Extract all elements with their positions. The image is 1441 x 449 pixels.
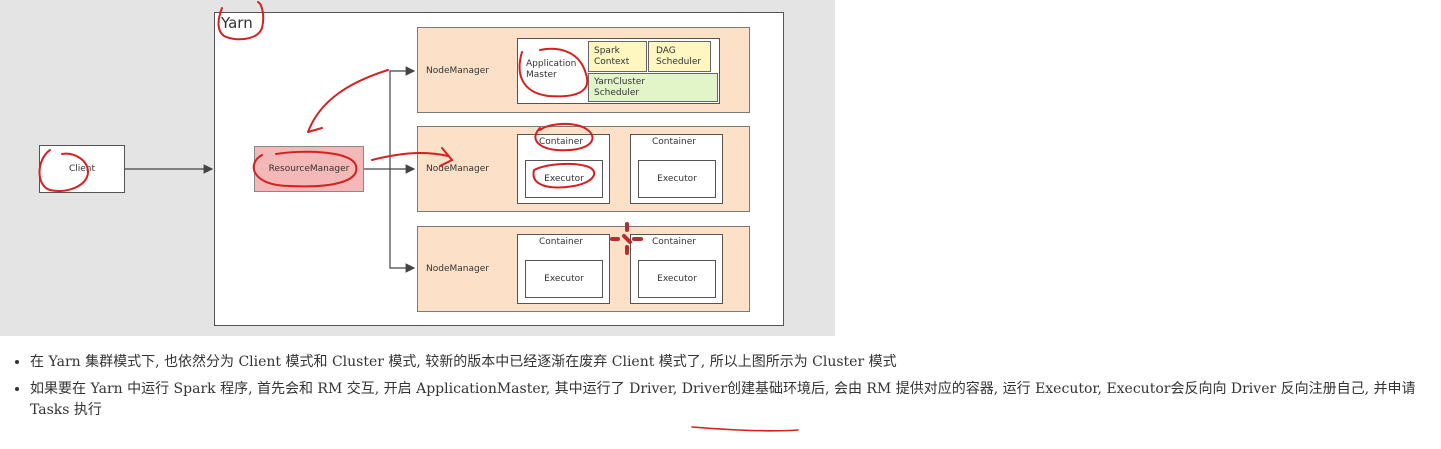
spark-context-label: Spark Context bbox=[594, 46, 630, 67]
executor-3a: Executor bbox=[525, 260, 603, 298]
container-3b-label: Container bbox=[652, 237, 696, 247]
executor-3b-label: Executor bbox=[657, 273, 697, 284]
yarn-label: Yarn bbox=[221, 14, 253, 32]
executor-2b-label: Executor bbox=[657, 173, 697, 184]
container-2a-label: Container bbox=[539, 137, 583, 147]
executor-2b: Executor bbox=[638, 160, 716, 198]
notes-list: 在 Yarn 集群模式下, 也依然分为 Client 模式和 Cluster 模… bbox=[10, 352, 1440, 427]
node-manager-2-label: NodeManager bbox=[426, 164, 489, 174]
dag-scheduler-box: DAG Scheduler bbox=[648, 41, 711, 72]
node-manager-1-label: NodeManager bbox=[426, 66, 489, 76]
client-box: Client bbox=[39, 145, 125, 193]
executor-3a-label: Executor bbox=[544, 273, 584, 284]
yarn-cluster-scheduler-box: YarnCluster Scheduler bbox=[588, 73, 718, 102]
spark-context-box: Spark Context bbox=[588, 41, 647, 72]
client-label: Client bbox=[68, 163, 96, 174]
dag-scheduler-label: DAG Scheduler bbox=[656, 46, 702, 67]
yarn-cluster-scheduler-label: YarnCluster Scheduler bbox=[594, 77, 645, 98]
app-master-label: Application Master bbox=[526, 59, 577, 80]
underline-overlay bbox=[691, 426, 799, 432]
container-2b-label: Container bbox=[652, 137, 696, 147]
node-manager-3-label: NodeManager bbox=[426, 264, 489, 274]
note-item-2: 如果要在 Yarn 中运行 Spark 程序, 首先会和 RM 交互, 开启 A… bbox=[30, 379, 1440, 421]
note-item-1: 在 Yarn 集群模式下, 也依然分为 Client 模式和 Cluster 模… bbox=[30, 352, 1440, 373]
yarn-architecture-diagram: Yarn Client ResourceManager NodeManager … bbox=[0, 0, 835, 336]
executor-2a: Executor bbox=[525, 160, 603, 198]
driver-underline bbox=[691, 426, 799, 432]
executor-2a-label: Executor bbox=[544, 173, 584, 184]
resource-manager-box: ResourceManager bbox=[254, 146, 364, 192]
executor-3b: Executor bbox=[638, 260, 716, 298]
resource-manager-label: ResourceManager bbox=[268, 163, 350, 174]
container-3a-label: Container bbox=[539, 237, 583, 247]
